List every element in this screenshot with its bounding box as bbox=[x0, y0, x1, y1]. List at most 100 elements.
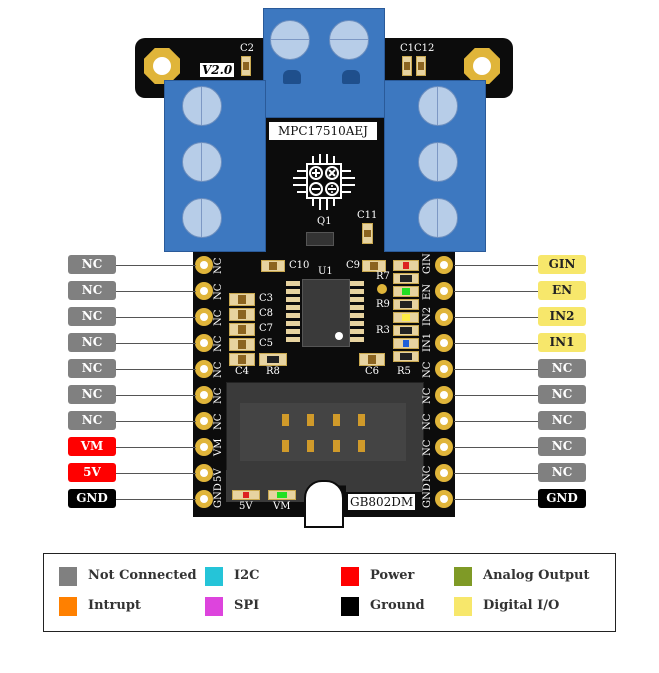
c3-capacitor bbox=[229, 293, 255, 306]
c10-label: C10 bbox=[289, 260, 310, 271]
pin-silk-label: NC bbox=[213, 309, 224, 326]
pin-leader-line bbox=[116, 473, 196, 474]
c12-capacitor bbox=[416, 56, 426, 76]
gin-led bbox=[393, 260, 419, 271]
c6-capacitor bbox=[359, 353, 385, 366]
5v-led bbox=[232, 490, 260, 500]
r5-resistor bbox=[393, 351, 419, 362]
pin-leader-line bbox=[116, 291, 196, 292]
header-pad bbox=[195, 256, 213, 274]
r3-label: R3 bbox=[376, 325, 390, 336]
header-pad bbox=[435, 282, 453, 300]
pin-label-gnd: GND bbox=[68, 489, 116, 508]
terminal-screw bbox=[270, 20, 310, 60]
r7-label: R7 bbox=[376, 271, 390, 282]
r5-label: R5 bbox=[397, 366, 411, 377]
header-pad bbox=[195, 412, 213, 430]
pin-leader-line bbox=[454, 317, 540, 318]
header-pad bbox=[435, 308, 453, 326]
header-pad bbox=[195, 490, 213, 508]
r8-label: R8 bbox=[266, 366, 280, 377]
c11-capacitor bbox=[362, 223, 373, 244]
motor-driver-chip-icon bbox=[289, 152, 359, 212]
r9-label: R9 bbox=[376, 299, 390, 310]
legend-swatch bbox=[205, 567, 223, 586]
pin-leader-line bbox=[116, 421, 196, 422]
pin-leader-line bbox=[454, 343, 540, 344]
legend-swatch bbox=[59, 597, 77, 616]
pin-label-nc: NC bbox=[68, 411, 116, 430]
legend-label: Intrupt bbox=[88, 598, 141, 613]
pin-label-5v: 5V bbox=[68, 463, 116, 482]
header-pad bbox=[195, 308, 213, 326]
pin-label-in1: IN1 bbox=[538, 333, 586, 352]
pin-label-nc: NC bbox=[538, 411, 586, 430]
pin-label-vm: VM bbox=[68, 437, 116, 456]
pin-leader-line bbox=[454, 421, 540, 422]
legend-label: Ground bbox=[370, 598, 425, 613]
vm-led bbox=[268, 490, 296, 500]
c7-label: C7 bbox=[259, 323, 274, 334]
header-pad bbox=[435, 438, 453, 456]
c11-label: C11 bbox=[357, 210, 378, 221]
pin-label-nc: NC bbox=[68, 333, 116, 352]
pin-leader-line bbox=[454, 473, 540, 474]
r3-resistor bbox=[393, 325, 419, 336]
u1-label: U1 bbox=[318, 266, 333, 277]
r8-resistor bbox=[259, 353, 287, 366]
legend-label: Power bbox=[370, 568, 415, 583]
pin-silk-label: IN2 bbox=[422, 306, 433, 326]
u1-ic bbox=[302, 279, 350, 347]
pin-label-nc: NC bbox=[538, 463, 586, 482]
5v-led-label: 5V bbox=[239, 501, 253, 512]
pin-silk-label: NC bbox=[213, 387, 224, 404]
connector-label: GB802DM bbox=[348, 494, 416, 510]
pin-leader-line bbox=[454, 395, 540, 396]
header-pad bbox=[435, 360, 453, 378]
terminal-screw bbox=[182, 142, 222, 182]
pin-silk-label: NC bbox=[422, 361, 433, 378]
terminal-screw bbox=[418, 86, 458, 126]
pin-silk-label: NC bbox=[213, 257, 224, 274]
pin-silk-label: GIN bbox=[422, 253, 433, 274]
pin-label-in2: IN2 bbox=[538, 307, 586, 326]
terminal-screw bbox=[182, 86, 222, 126]
header-pad bbox=[195, 386, 213, 404]
c9-label: C9 bbox=[346, 260, 361, 271]
pin-label-nc: NC bbox=[538, 359, 586, 378]
pin-silk-label: NC bbox=[213, 335, 224, 352]
r7-resistor bbox=[393, 273, 419, 284]
pin-silk-label: NC bbox=[213, 413, 224, 430]
header-pad bbox=[435, 334, 453, 352]
q1-transistor bbox=[306, 232, 334, 246]
header-pad bbox=[435, 412, 453, 430]
pin-silk-label: NC bbox=[213, 361, 224, 378]
pin-label-nc: NC bbox=[68, 255, 116, 274]
pin-leader-line bbox=[116, 317, 196, 318]
pin-silk-label: NC bbox=[213, 283, 224, 300]
c2-label: C2 bbox=[240, 43, 255, 54]
in2-led bbox=[393, 312, 419, 323]
pin-leader-line bbox=[116, 447, 196, 448]
u1-left-pins bbox=[286, 281, 300, 343]
header-pad bbox=[195, 360, 213, 378]
legend-swatch bbox=[59, 567, 77, 586]
pin-silk-label: GND bbox=[422, 483, 433, 508]
terminal-slot bbox=[283, 70, 301, 84]
u1-right-pins bbox=[350, 281, 364, 343]
pin-label-en: EN bbox=[538, 281, 586, 300]
legend-label: Digital I/O bbox=[483, 598, 560, 613]
chip-label: MPC17510AEJ bbox=[269, 122, 377, 140]
q1-label: Q1 bbox=[317, 216, 332, 227]
header-pad bbox=[435, 386, 453, 404]
terminal-screw bbox=[418, 142, 458, 182]
pin-leader-line bbox=[454, 447, 540, 448]
pin-label-nc: NC bbox=[538, 437, 586, 456]
c6-label: C6 bbox=[365, 366, 380, 377]
pin-silk-label: 5V bbox=[213, 468, 224, 482]
legend-swatch bbox=[205, 597, 223, 616]
pin-silk-label: EN bbox=[422, 283, 433, 300]
pin-leader-line bbox=[116, 395, 196, 396]
pin-label-nc: NC bbox=[68, 385, 116, 404]
in1-led bbox=[393, 338, 419, 349]
